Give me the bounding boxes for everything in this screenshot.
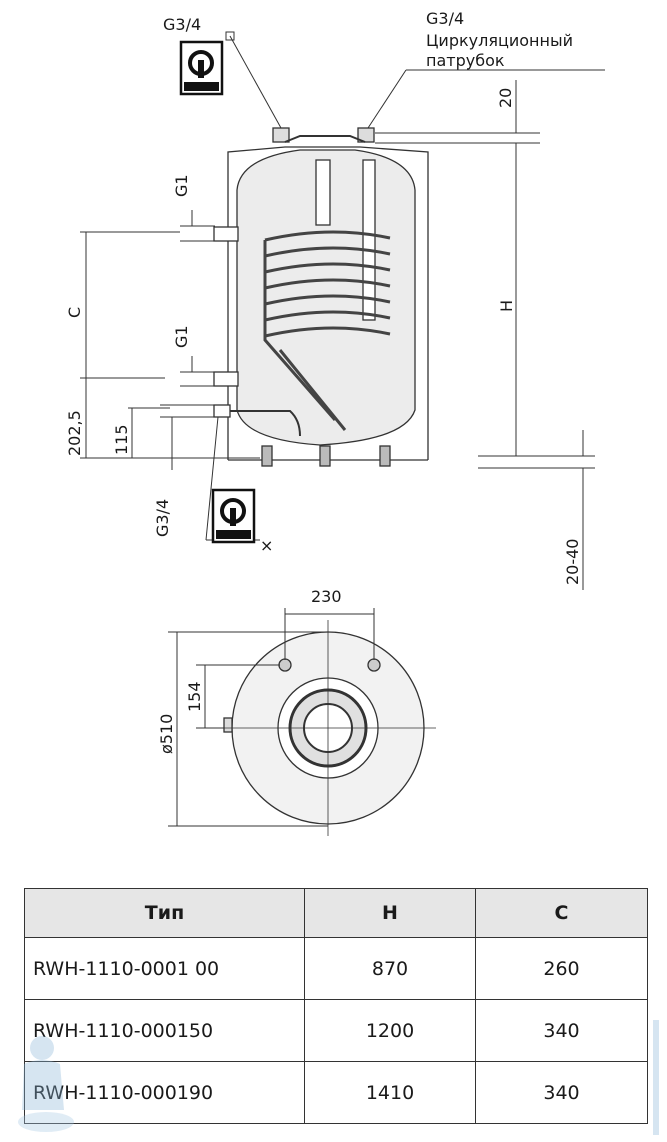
cell-h: 870 — [304, 937, 476, 1000]
top-view — [220, 620, 436, 836]
heating-coil — [263, 230, 391, 431]
header-c: C — [475, 888, 648, 938]
dimension-lines-right — [375, 80, 595, 590]
label-g34-top-right: G3/4 — [426, 9, 464, 28]
inlet-symbol-icon — [211, 488, 256, 544]
table-row: RWH-1110-000190 1410 340 — [24, 1061, 648, 1124]
top-flange — [284, 135, 366, 143]
dim-g1-lower: G1 — [172, 325, 191, 348]
table-row: RWH-1110-000150 1200 340 — [24, 999, 648, 1062]
cell-type: RWH-1110-000150 — [24, 999, 305, 1062]
tag-box-top — [225, 31, 235, 41]
top-view-port-left — [278, 658, 292, 672]
table-row: RWH-1110-0001 00 870 260 — [24, 937, 648, 1000]
drain-pipe — [230, 410, 301, 437]
header-type: Тип — [24, 888, 305, 938]
spec-table-wrap: Тип H C RWH-1110-0001 00 870 260 RWH-111… — [24, 888, 648, 1124]
dim-230: 230 — [311, 587, 342, 606]
foot-left — [261, 445, 273, 467]
dim-g1-upper: G1 — [172, 174, 191, 197]
dim-20: 20 — [496, 88, 515, 108]
label-g34-top-left: G3/4 — [163, 15, 201, 34]
dim-d510: ø510 — [157, 714, 176, 754]
cell-h: 1410 — [304, 1061, 476, 1124]
header-h: H — [304, 888, 476, 938]
side-view — [213, 127, 429, 467]
side-watermark-icon — [653, 1020, 659, 1135]
cell-h: 1200 — [304, 999, 476, 1062]
dim-g34-bottom: G3/4 — [153, 499, 172, 537]
technical-drawing: × G3/4 G3/4 Циркуляционный патрубок 20 H… — [65, 9, 605, 836]
outlet-symbol-icon — [179, 40, 224, 96]
dimension-lines-top-view — [168, 608, 375, 827]
dim-h: H — [497, 300, 516, 312]
dim-c: C — [65, 307, 84, 318]
top-view-side-nozzle — [223, 717, 233, 733]
plumber-watermark-icon — [18, 1036, 74, 1132]
top-fitting-left — [272, 127, 290, 143]
housing-outline — [227, 146, 429, 460]
foot-right — [379, 445, 391, 467]
nozzle-g34-bottom — [213, 404, 231, 418]
top-view-port-right — [367, 658, 381, 672]
remove-mark-icon: × — [260, 536, 273, 555]
top-fitting-right — [357, 127, 375, 143]
spec-table: Тип H C RWH-1110-0001 00 870 260 RWH-111… — [24, 888, 648, 1124]
nozzle-g1-upper — [213, 226, 239, 242]
label-circulation-1: Циркуляционный — [426, 31, 573, 50]
cell-c: 340 — [475, 1061, 648, 1124]
coil-riser — [362, 159, 376, 321]
cell-type: RWH-1110-0001 00 — [24, 937, 305, 1000]
inner-tube — [315, 159, 331, 226]
foot-center — [319, 445, 331, 467]
dimension-lines-left — [80, 210, 260, 470]
cell-type: RWH-1110-000190 — [24, 1061, 305, 1124]
label-circulation-2: патрубок — [426, 51, 505, 70]
cell-c: 260 — [475, 937, 648, 1000]
dim-20-40: 20-40 — [563, 539, 582, 586]
dim-115: 115 — [112, 424, 131, 455]
cell-c: 340 — [475, 999, 648, 1062]
dim-202-5: 202,5 — [65, 410, 84, 456]
nozzle-g1-lower — [213, 371, 239, 387]
table-header-row: Тип H C — [24, 888, 648, 938]
dim-154: 154 — [185, 681, 204, 712]
